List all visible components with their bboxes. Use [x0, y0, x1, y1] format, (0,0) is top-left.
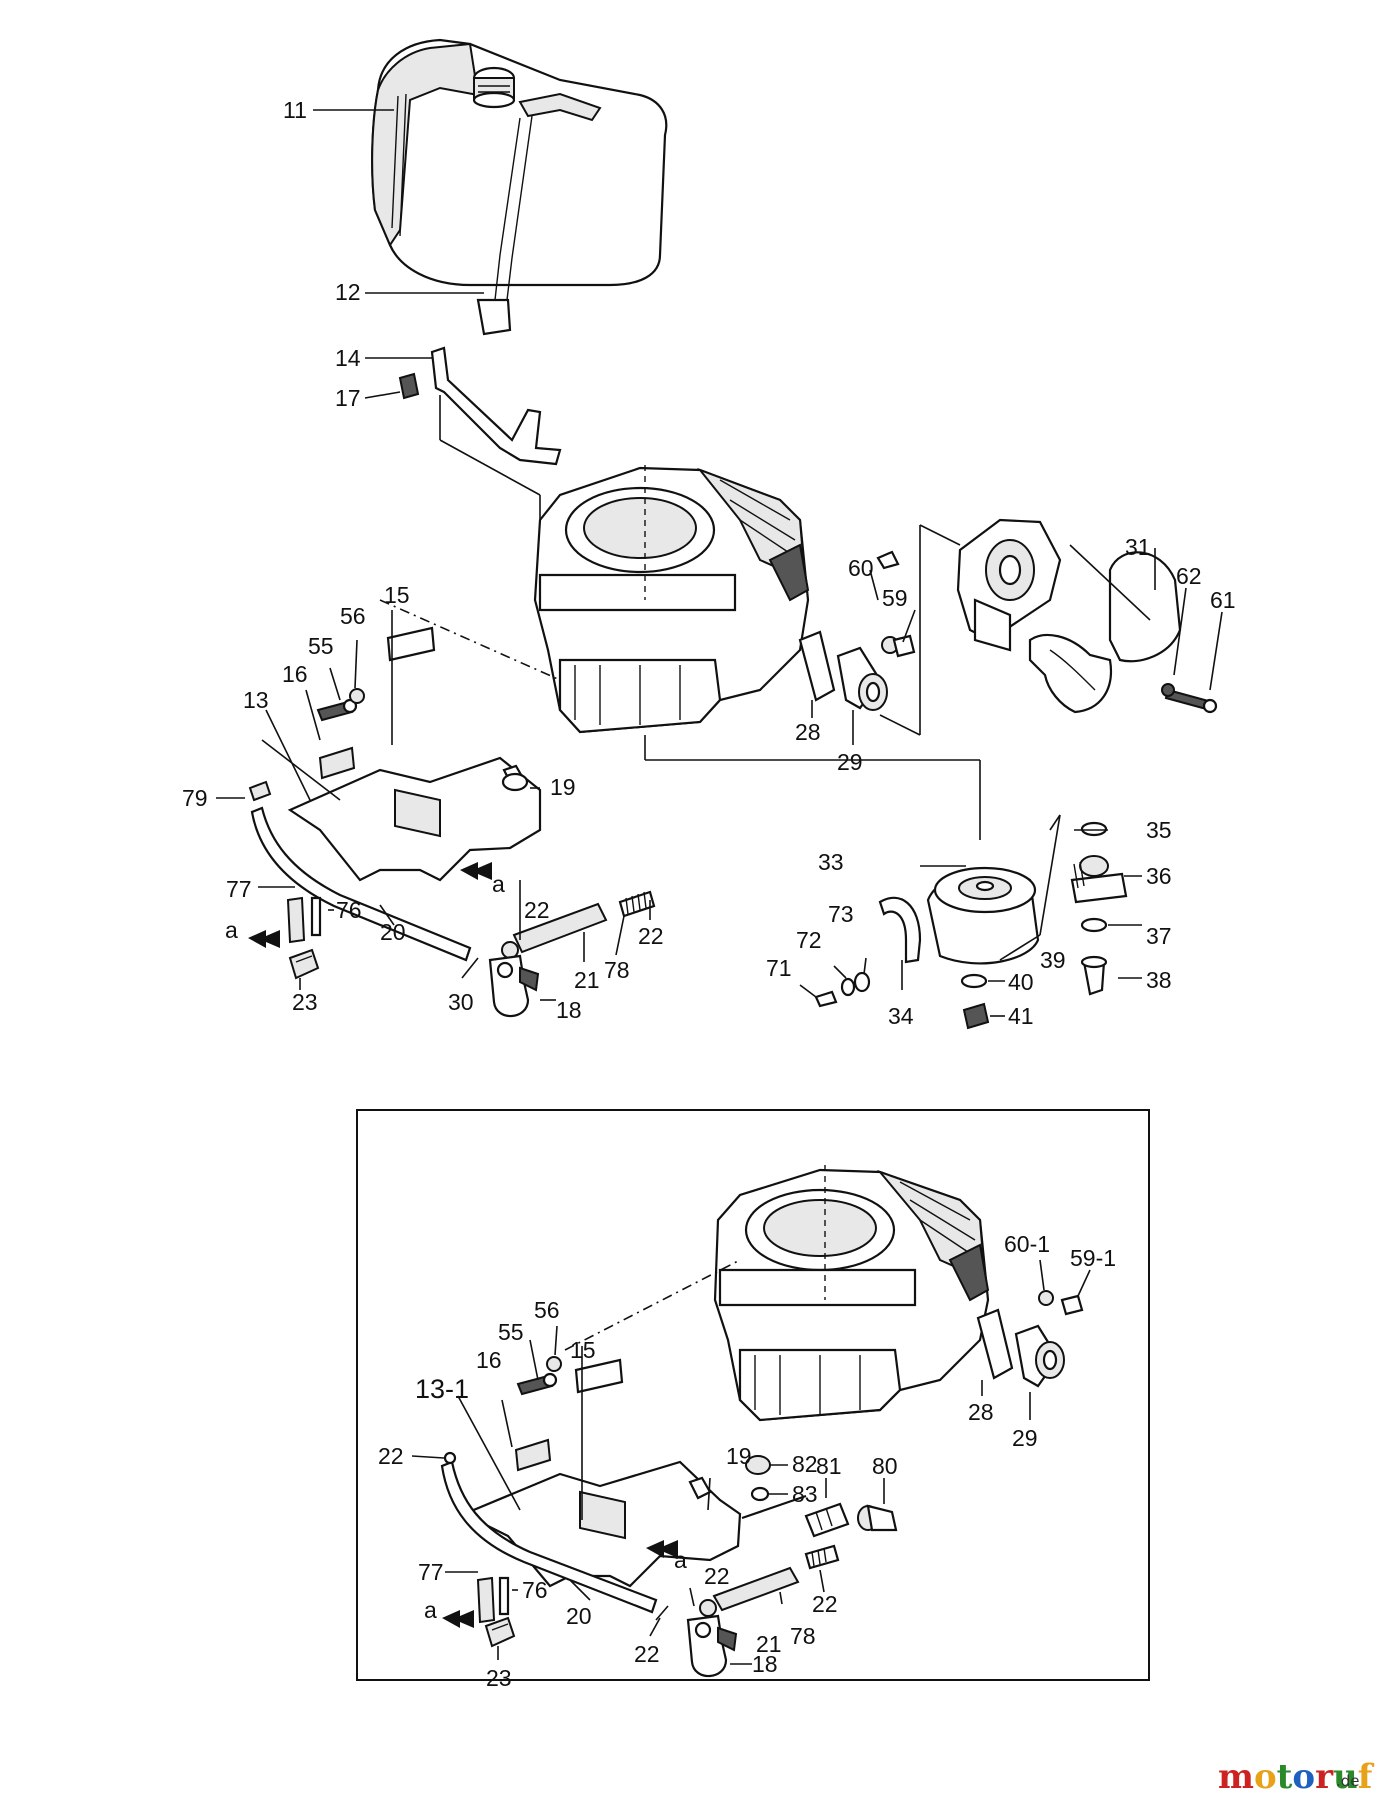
callout-12: 12: [335, 279, 361, 305]
inset-callout-21: 21: [756, 1631, 782, 1657]
callout-34: 34: [888, 1003, 914, 1029]
inset-callout-77: 77: [418, 1559, 444, 1585]
inset-callout-83: 83: [792, 1481, 818, 1507]
callout-29: 29: [837, 749, 863, 775]
callout-11: 11: [283, 97, 307, 123]
watermark-logo: motoruf .de: [1218, 1757, 1375, 1797]
inset-callout-22-bottom: 22: [634, 1641, 660, 1667]
engine-block: [533, 466, 810, 734]
callout-16: 16: [282, 661, 308, 687]
callout-55: 55: [308, 633, 334, 659]
callout-13: 13: [243, 687, 269, 713]
inset-callout-78: 78: [790, 1623, 816, 1649]
callout-56: 56: [340, 603, 366, 629]
callout-71: 71: [766, 955, 792, 981]
callout-38: 38: [1146, 967, 1172, 993]
control-plate: [287, 626, 542, 882]
carb-insulator: [798, 630, 888, 711]
inset-callout-22-left: 22: [378, 1443, 404, 1469]
callout-77: 77: [226, 876, 252, 902]
inset-callout-76: 76: [522, 1577, 548, 1603]
inset-fuel-line: [440, 1451, 840, 1678]
callout-17: 17: [335, 385, 361, 411]
inset-callout-80: 80: [872, 1453, 898, 1479]
inset-engine-block: [713, 1168, 990, 1422]
fuel-line: [250, 806, 656, 1018]
callout-22-right: 22: [638, 923, 664, 949]
callout-76: 76: [336, 897, 362, 923]
inset-callout-56: 56: [534, 1297, 560, 1323]
ratchet-parts: [960, 821, 1128, 1030]
tank-bracket: [398, 346, 562, 466]
inset-callout-55: 55: [498, 1319, 524, 1345]
callout-37: 37: [1146, 923, 1172, 949]
watermark-text: motoruf: [1218, 1757, 1375, 1797]
callout-72: 72: [796, 927, 822, 953]
inset-callout-13-1: 13-1: [415, 1374, 469, 1404]
inset-callout-18: 18: [752, 1651, 778, 1677]
inset-callout-28: 28: [968, 1399, 994, 1425]
callout-14: 14: [335, 345, 361, 371]
callout-20: 20: [380, 919, 406, 945]
callout-a-lever: a: [225, 917, 238, 943]
inset-callout-a-plate: a: [674, 1547, 687, 1573]
air-filter: [1028, 551, 1182, 714]
inset-callout-16: 16: [476, 1347, 502, 1373]
inset-callout-82: 82: [792, 1451, 818, 1477]
callout-59: 59: [882, 585, 908, 611]
inset-callout-81: 81: [816, 1453, 842, 1479]
callout-40: 40: [1008, 969, 1034, 995]
callout-21: 21: [574, 967, 600, 993]
callout-60: 60: [848, 555, 874, 581]
callout-73: 73: [828, 901, 854, 927]
fuel-tank: [371, 38, 668, 336]
inset-callout-22-right: 22: [812, 1591, 838, 1617]
callout-30: 30: [448, 989, 474, 1015]
inset-callout-a-lever: a: [424, 1597, 437, 1623]
callout-33: 33: [818, 849, 844, 875]
inset-callout-19: 19: [726, 1443, 752, 1469]
callout-15: 15: [384, 582, 410, 608]
callout-18: 18: [556, 997, 582, 1023]
callout-35: 35: [1146, 817, 1172, 843]
inset-callout-29: 29: [1012, 1425, 1038, 1451]
callout-79: 79: [182, 785, 208, 811]
callout-23: 23: [292, 989, 318, 1015]
inset-callout-22-mid: 22: [704, 1563, 730, 1589]
callout-39: 39: [1040, 947, 1066, 973]
inset-frame: [356, 1109, 1150, 1681]
callout-28: 28: [795, 719, 821, 745]
callout-41: 41: [1008, 1003, 1034, 1029]
inset-choke-parts: [741, 1494, 898, 1538]
inset-callout-23: 23: [486, 1665, 512, 1691]
callout-22-left: 22: [524, 897, 550, 923]
callout-36: 36: [1146, 863, 1172, 889]
starter-pulley: [878, 866, 1040, 965]
inset-carb-insulator: [976, 1290, 1084, 1388]
callout-31: 31: [1125, 534, 1151, 560]
callout-62: 62: [1176, 563, 1202, 589]
watermark-suffix: .de: [1336, 1772, 1360, 1790]
callout-78: 78: [604, 957, 630, 983]
inset-callout-59-1: 59-1: [1070, 1245, 1116, 1271]
inset-callout-60-1: 60-1: [1004, 1231, 1050, 1257]
inset-callout-20: 20: [566, 1603, 592, 1629]
callout-19: 19: [550, 774, 576, 800]
callout-61: 61: [1210, 587, 1236, 613]
callout-a-plate: a: [492, 871, 505, 897]
inset-callout-15: 15: [570, 1337, 596, 1363]
carburetor: [956, 518, 1062, 652]
